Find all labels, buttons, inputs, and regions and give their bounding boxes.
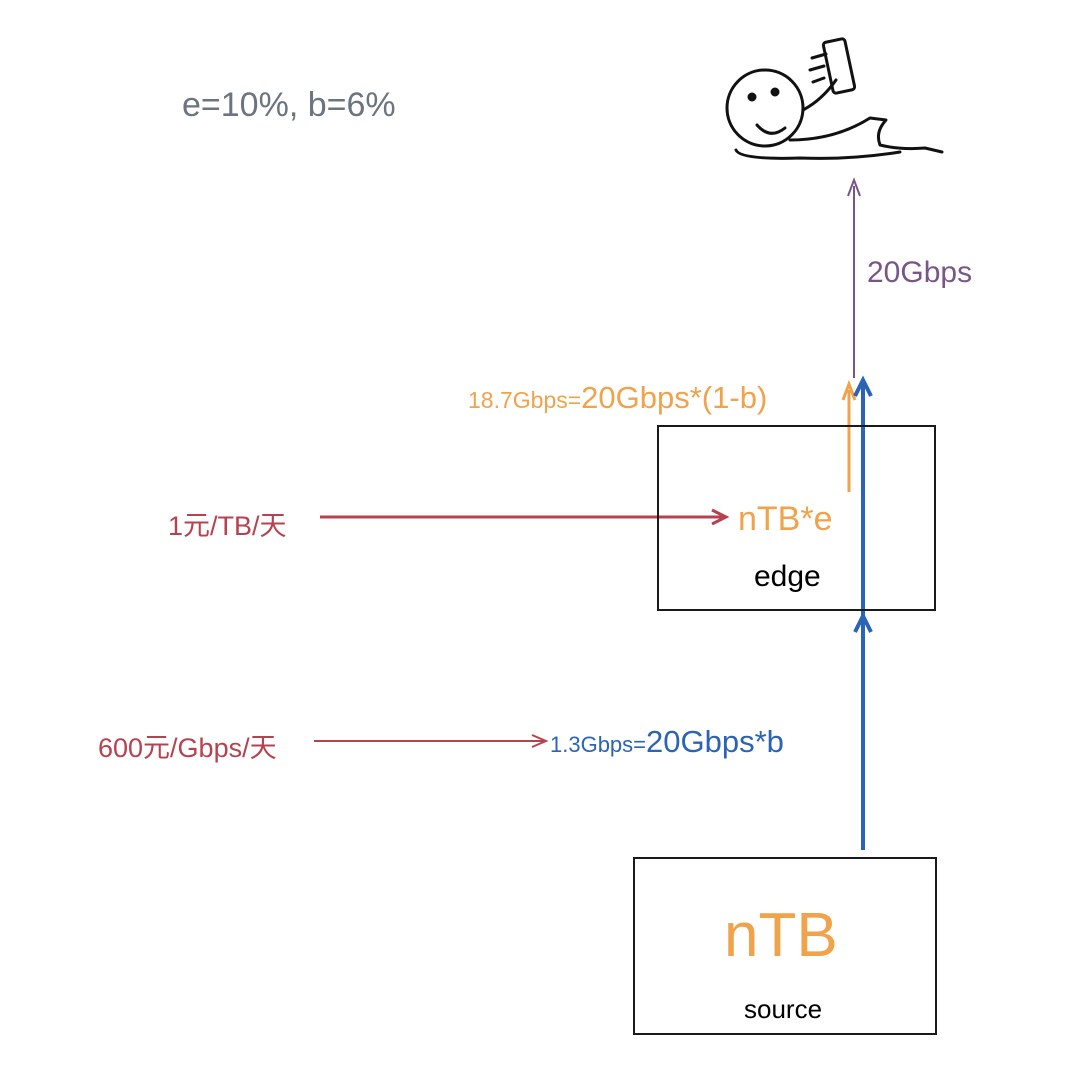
edge-output-label: 18.7Gbps=20Gbps*(1-b): [468, 380, 767, 416]
edge-output-formula: 20Gbps*(1-b): [581, 380, 768, 415]
bandwidth-cost-label: 600元/Gbps/天: [98, 733, 277, 763]
storage-cost-arrow: [320, 508, 730, 526]
edge-box-name: edge: [754, 560, 821, 593]
source-box: [633, 857, 937, 1035]
source-output-prefix: 1.3Gbps=: [550, 732, 647, 757]
edge-output-arrow: [841, 379, 857, 492]
bandwidth-cost-arrow: [314, 734, 549, 748]
source-box-content: nTB: [724, 901, 838, 970]
edge-box: [657, 425, 936, 611]
user-figure-icon: [725, 37, 944, 160]
user-link-arrow: [847, 177, 861, 378]
source-output-label: 1.3Gbps=20Gbps*b: [550, 724, 784, 760]
parameters-label: e=10%, b=6%: [182, 86, 396, 124]
source-box-name: source: [744, 994, 823, 1024]
source-output-arrow: [853, 375, 873, 850]
user-link-label: 20Gbps: [867, 256, 973, 289]
edge-output-prefix: 18.7Gbps=: [468, 387, 582, 413]
storage-cost-label: 1元/TB/天: [168, 511, 287, 541]
source-output-formula: 20Gbps*b: [646, 724, 784, 759]
edge-box-content: nTB*e: [738, 500, 833, 538]
